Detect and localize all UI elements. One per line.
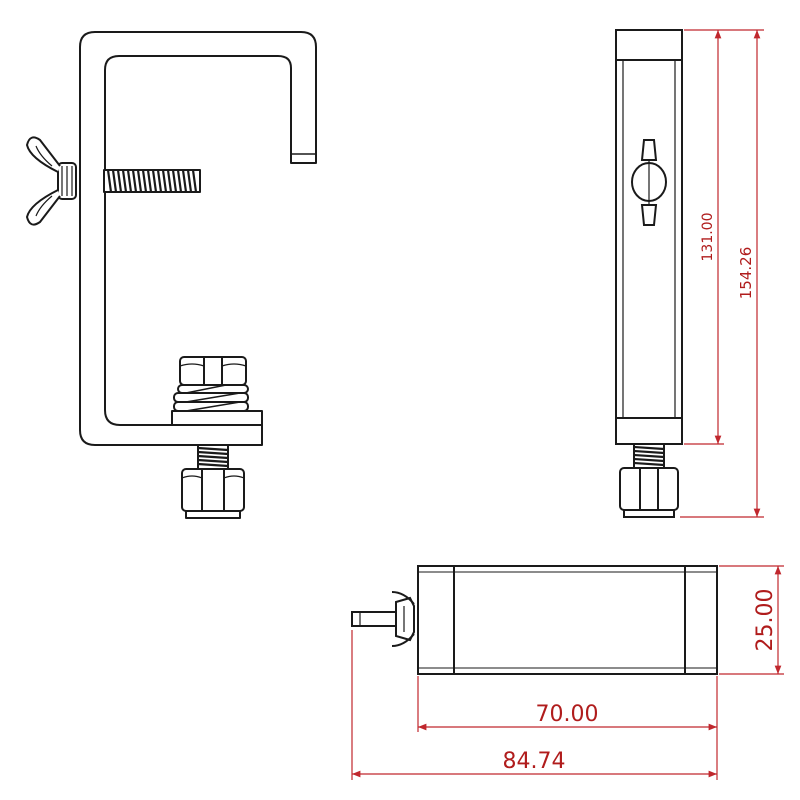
dim-154: 154.26 [737, 247, 755, 300]
dim-25: 25.00 [753, 589, 778, 652]
side-wing-nut [631, 139, 667, 226]
top-view [351, 565, 718, 675]
top-body [417, 565, 718, 675]
dim-84: 84.74 [503, 749, 566, 774]
clamp-bolt [103, 169, 201, 193]
dimension-lines [351, 29, 784, 780]
wing-nut [26, 136, 77, 226]
top-hex-nut [179, 356, 247, 386]
spring-coil [171, 384, 263, 426]
dim-70: 70.00 [536, 702, 599, 727]
side-view [615, 29, 683, 518]
side-bottom-bolt [619, 443, 679, 518]
side-body [615, 29, 683, 445]
dim-131: 131.00 [700, 213, 716, 262]
top-wing-nut [351, 591, 415, 647]
bottom-hex-nut [181, 468, 245, 519]
front-view [26, 31, 317, 519]
bottom-bolt [197, 444, 229, 470]
dimension-labels: 131.00 154.26 25.00 70.00 84.74 [503, 213, 778, 775]
